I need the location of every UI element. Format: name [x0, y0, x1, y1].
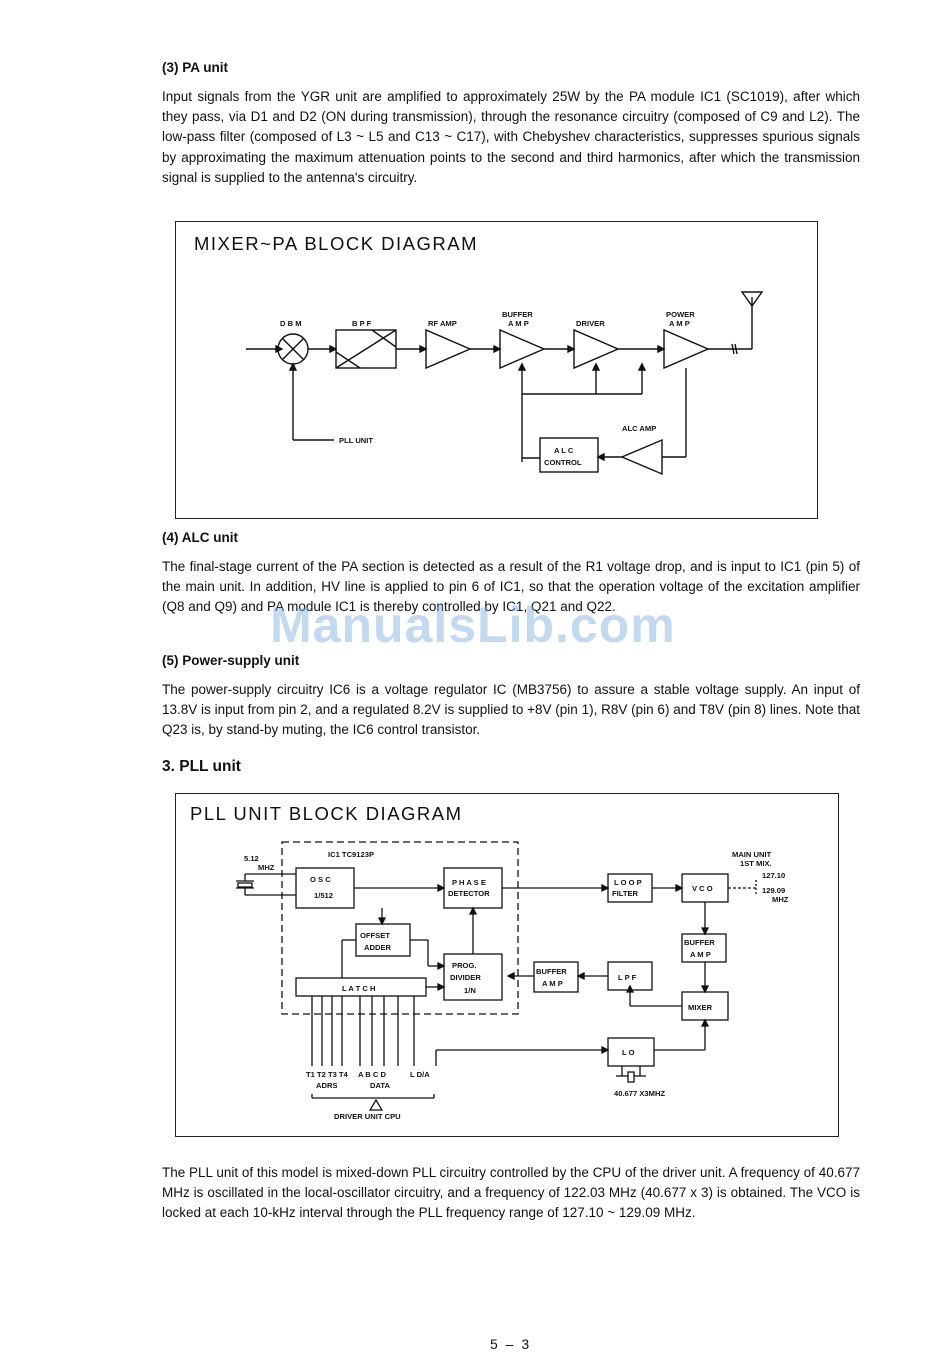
- pa-section-heading: (3) PA unit: [162, 60, 228, 75]
- phase-label-2: DETECTOR: [448, 889, 490, 898]
- buffer-amp-block: [533, 961, 579, 993]
- phase-label-1: P H A S E: [452, 878, 486, 887]
- driver-triangle: [573, 328, 620, 370]
- freq-hi-label: 127.10: [762, 871, 785, 880]
- offset-label-2: ADDER: [364, 943, 392, 952]
- rf-amp-label: RF AMP: [428, 319, 457, 328]
- buffer-amp-label-2: A M P: [542, 979, 563, 988]
- xtal-freq-label-1: 5.12: [244, 854, 259, 863]
- vco-buffer-label-2: A M P: [690, 950, 711, 959]
- freq-lo-label: 129.09: [762, 886, 785, 895]
- dbm-label: D B M: [280, 319, 302, 328]
- prog-label-1: PROG.: [452, 961, 476, 970]
- driver-cpu-label: DRIVER UNIT CPU: [334, 1112, 401, 1121]
- osc-label-2: 1/512: [314, 891, 333, 900]
- pll-section-heading: 3. PLL unit: [162, 758, 241, 775]
- alc-amp-triangle: [620, 438, 663, 476]
- pll-diagram-title: PLL UNIT BLOCK DIAGRAM: [190, 803, 463, 824]
- freq-unit-label: MHZ: [772, 895, 789, 904]
- bpf-label: B P F: [352, 319, 372, 328]
- alc-control-label-2: CONTROL: [544, 458, 582, 467]
- osc-block: [295, 867, 355, 909]
- prog-label-2: DIVIDER: [450, 973, 481, 982]
- mixer-pa-diagram-title: MIXER~PA BLOCK DIAGRAM: [194, 233, 479, 254]
- lo-block: [607, 1037, 655, 1067]
- main-unit-label-1: MAIN UNIT: [732, 850, 772, 859]
- buffer-amp-label-1: BUFFER: [502, 310, 533, 319]
- data-lines-label: A B C D: [358, 1070, 386, 1079]
- xtal-freq-label-2: MHZ: [258, 863, 275, 872]
- ld-lines-label: L D/A: [410, 1070, 430, 1079]
- page-number: 5 – 3: [490, 1336, 532, 1352]
- buffer-amp-label-1: BUFFER: [536, 967, 567, 976]
- pa-section-body: Input signals from the YGR unit are ampl…: [162, 89, 860, 185]
- lpf-label: L P F: [618, 973, 637, 982]
- alc-amp-label: ALC AMP: [622, 424, 656, 433]
- watermark: ManualsLib.com: [270, 597, 676, 653]
- ic1-boundary: [281, 841, 519, 1015]
- alc-section-heading: (4) ALC unit: [162, 530, 238, 545]
- alc-control-label-1: A L C: [554, 446, 574, 455]
- phase-detector-block: [443, 867, 503, 909]
- mixer-pa-diagram-svg: D B M B P F RF AMP BUFFER A M P DRIVER P…: [246, 291, 764, 476]
- pll-unit-label: PLL UNIT: [339, 436, 373, 445]
- ic1-label: IC1 TC9123P: [328, 850, 374, 859]
- lo-xtal-label: 40.677 X3MHZ: [614, 1089, 665, 1098]
- alc-section-body: The final-stage current of the PA sectio…: [162, 559, 860, 615]
- vco-label: V C O: [692, 884, 713, 893]
- loop-label-1: L O O P: [614, 878, 642, 887]
- power-section-heading: (5) Power-supply unit: [162, 653, 300, 668]
- main-unit-label-2: 1ST MIX.: [740, 859, 772, 868]
- buffer-amp-triangle: [499, 328, 546, 370]
- pll-section-body: The PLL unit of this model is mixed-down…: [162, 1165, 860, 1221]
- lo-label: L O: [622, 1048, 635, 1057]
- adrs-label: ADRS: [316, 1081, 338, 1090]
- power-amp-triangle: [663, 328, 710, 370]
- alc-control-block: [539, 437, 599, 473]
- power-amp-label-2: A M P: [669, 319, 690, 328]
- buffer-amp-label-2: A M P: [508, 319, 529, 328]
- mixer-pa-diagram-frame: MIXER~PA BLOCK DIAGRAM: [175, 221, 818, 519]
- power-section-body: The power-supply circuitry IC6 is a volt…: [162, 682, 860, 738]
- osc-label-1: O S C: [310, 875, 331, 884]
- t-lines-label: T1 T2 T3 T4: [306, 1070, 349, 1079]
- latch-label: L A T C H: [342, 984, 375, 993]
- loop-label-2: FILTER: [612, 889, 639, 898]
- offset-label-1: OFFSET: [360, 931, 390, 940]
- data-label: DATA: [370, 1081, 390, 1090]
- power-amp-label-1: POWER: [666, 310, 695, 319]
- antenna-symbol: [740, 291, 764, 308]
- vco-buffer-amp-block: [681, 933, 727, 963]
- driver-label: DRIVER: [576, 319, 605, 328]
- pll-diagram-frame: PLL UNIT BLOCK DIAGRAM: [175, 793, 839, 1137]
- vco-buffer-label-1: BUFFER: [684, 938, 715, 947]
- pll-diagram-svg: IC1 TC9123P 5.12 MHZ O S C 1/512 P H A S…: [236, 841, 789, 1121]
- rf-amp-triangle: [425, 328, 472, 370]
- prog-label-3: 1/N: [464, 986, 476, 995]
- cpu-arrow-symbol: [368, 1098, 384, 1111]
- mixer-label: MIXER: [688, 1003, 713, 1012]
